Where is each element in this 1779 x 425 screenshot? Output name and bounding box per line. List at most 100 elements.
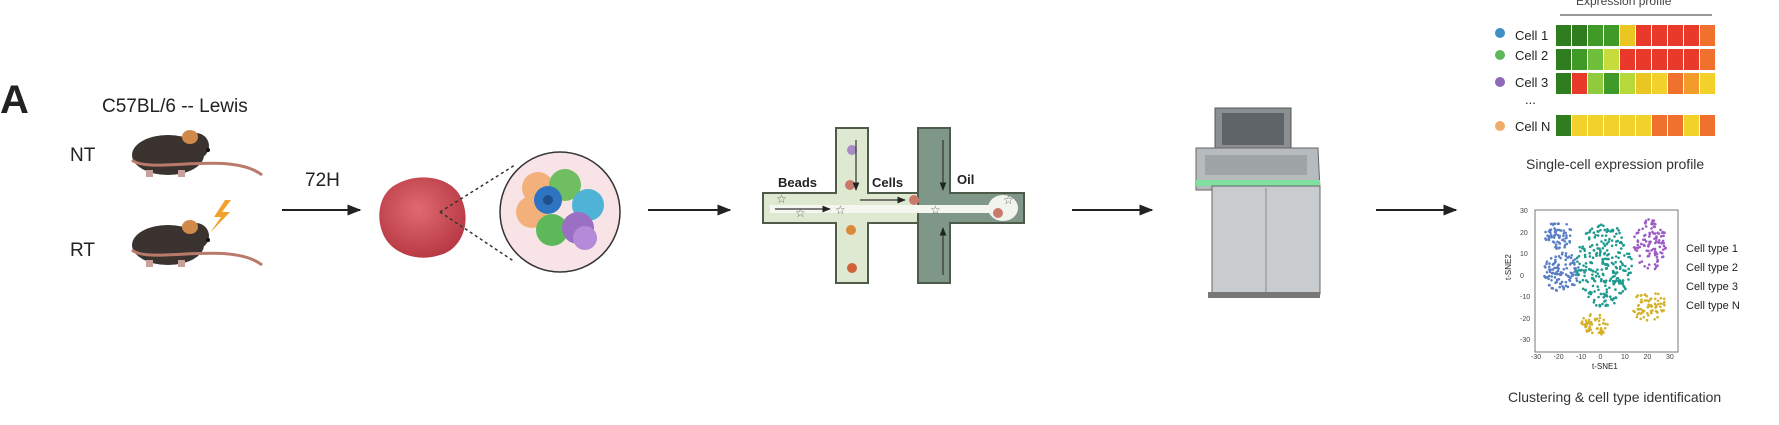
tsne-point (1656, 299, 1660, 303)
tsne-point (1653, 297, 1657, 301)
heatmap-cell (1668, 115, 1683, 136)
tsne-point (1573, 270, 1576, 274)
tsne-point (1568, 278, 1571, 282)
tsne-point (1640, 242, 1643, 246)
heatmap-cell (1588, 49, 1603, 70)
svg-text:☆: ☆ (1003, 193, 1014, 207)
single-cell-suspension-icon (499, 151, 621, 273)
tsne-point (1623, 264, 1627, 268)
tsne-point (1550, 234, 1553, 238)
tsne-point (1650, 222, 1653, 226)
tsne-point (1609, 295, 1612, 298)
tsne-point (1643, 221, 1647, 225)
tsne-xtick: 10 (1621, 354, 1629, 361)
timepoint-label: 72H (305, 170, 340, 191)
heatmap-cell (1556, 49, 1571, 70)
tsne-point (1597, 295, 1600, 299)
tsne-point (1615, 240, 1618, 243)
tsne-point (1593, 298, 1596, 302)
tsne-point (1605, 230, 1609, 234)
tsne-point (1605, 288, 1609, 291)
tsne-point (1547, 268, 1551, 271)
tsne-point (1553, 276, 1557, 279)
tsne-point (1614, 296, 1618, 299)
tsne-point (1563, 245, 1566, 249)
tsne-point (1585, 324, 1588, 327)
tsne-point (1597, 319, 1601, 323)
tsne-point (1661, 248, 1665, 251)
tsne-point (1576, 260, 1579, 263)
tsne-point (1605, 290, 1609, 294)
tsne-point (1545, 270, 1549, 274)
tsne-point (1629, 271, 1632, 274)
svg-text:☆: ☆ (930, 203, 941, 217)
tsne-point (1544, 237, 1547, 240)
heatmap-cell (1604, 49, 1619, 70)
tsne-point (1615, 232, 1618, 236)
tsne-point (1638, 245, 1642, 249)
tsne-point (1553, 222, 1557, 226)
tsne-point (1621, 281, 1625, 285)
heatmap-cell (1700, 49, 1715, 70)
group-label-nt: NT (70, 145, 96, 166)
tsne-point (1601, 257, 1604, 261)
tsne-point (1591, 276, 1594, 280)
legend-cell-type-3: Cell type 3 (1686, 281, 1738, 293)
tsne-point (1589, 320, 1593, 324)
beads-label: Beads (778, 175, 818, 190)
tsne-point (1594, 233, 1597, 237)
tsne-point (1555, 280, 1559, 284)
tsne-point (1627, 252, 1631, 256)
tsne-point (1575, 256, 1579, 260)
tsne-point (1602, 296, 1605, 299)
tsne-point (1583, 274, 1586, 278)
tsne-point (1655, 252, 1659, 256)
tsne-point (1598, 316, 1602, 320)
tsne-point (1604, 238, 1607, 242)
tsne-point (1646, 266, 1650, 270)
tsne-point (1660, 308, 1663, 312)
tsne-point (1561, 251, 1564, 255)
heatmap-cell (1604, 25, 1619, 46)
tsne-point (1568, 241, 1572, 244)
heatmap-cell (1636, 25, 1651, 46)
tsne-point (1599, 279, 1603, 283)
tsne-point (1609, 230, 1612, 233)
tsne-point (1603, 251, 1607, 255)
cell-2-label: Cell 2 (1515, 48, 1549, 63)
tsne-point (1590, 244, 1594, 247)
tsne-point (1589, 268, 1593, 272)
tsne-point (1659, 305, 1662, 309)
tsne-point (1654, 292, 1657, 295)
tsne-point (1639, 307, 1643, 311)
tsne-point (1601, 246, 1605, 250)
tsne-point (1598, 254, 1602, 257)
tsne-point (1569, 256, 1573, 260)
heatmap-cell (1700, 73, 1715, 94)
tsne-point (1600, 268, 1604, 271)
tsne-point (1600, 330, 1604, 334)
tsne-point (1649, 309, 1653, 313)
tsne-point (1570, 283, 1574, 286)
tsne-point (1568, 234, 1572, 237)
microfluidic-chip: ☆ ☆ ☆ ☆ ☆ (762, 127, 1025, 284)
tsne-point (1557, 255, 1561, 258)
tsne-point (1588, 255, 1592, 258)
tsne-point (1606, 228, 1609, 231)
tsne-point (1642, 315, 1646, 319)
tsne-point (1633, 310, 1637, 314)
tsne-point (1591, 256, 1595, 260)
tsne-point (1655, 235, 1658, 238)
lightning-icon (210, 200, 231, 233)
legend-cell-type-2: Cell type 2 (1686, 262, 1738, 274)
tsne-point (1561, 271, 1564, 275)
svg-text:☆: ☆ (795, 206, 806, 220)
tsne-point (1578, 245, 1581, 249)
tsne-point (1580, 268, 1583, 272)
tsne-point (1617, 251, 1620, 254)
tsne-point (1543, 265, 1547, 268)
heatmap-cell (1620, 49, 1635, 70)
cell-dot-icon (1495, 50, 1505, 60)
cell-dot-icon (1495, 121, 1505, 131)
